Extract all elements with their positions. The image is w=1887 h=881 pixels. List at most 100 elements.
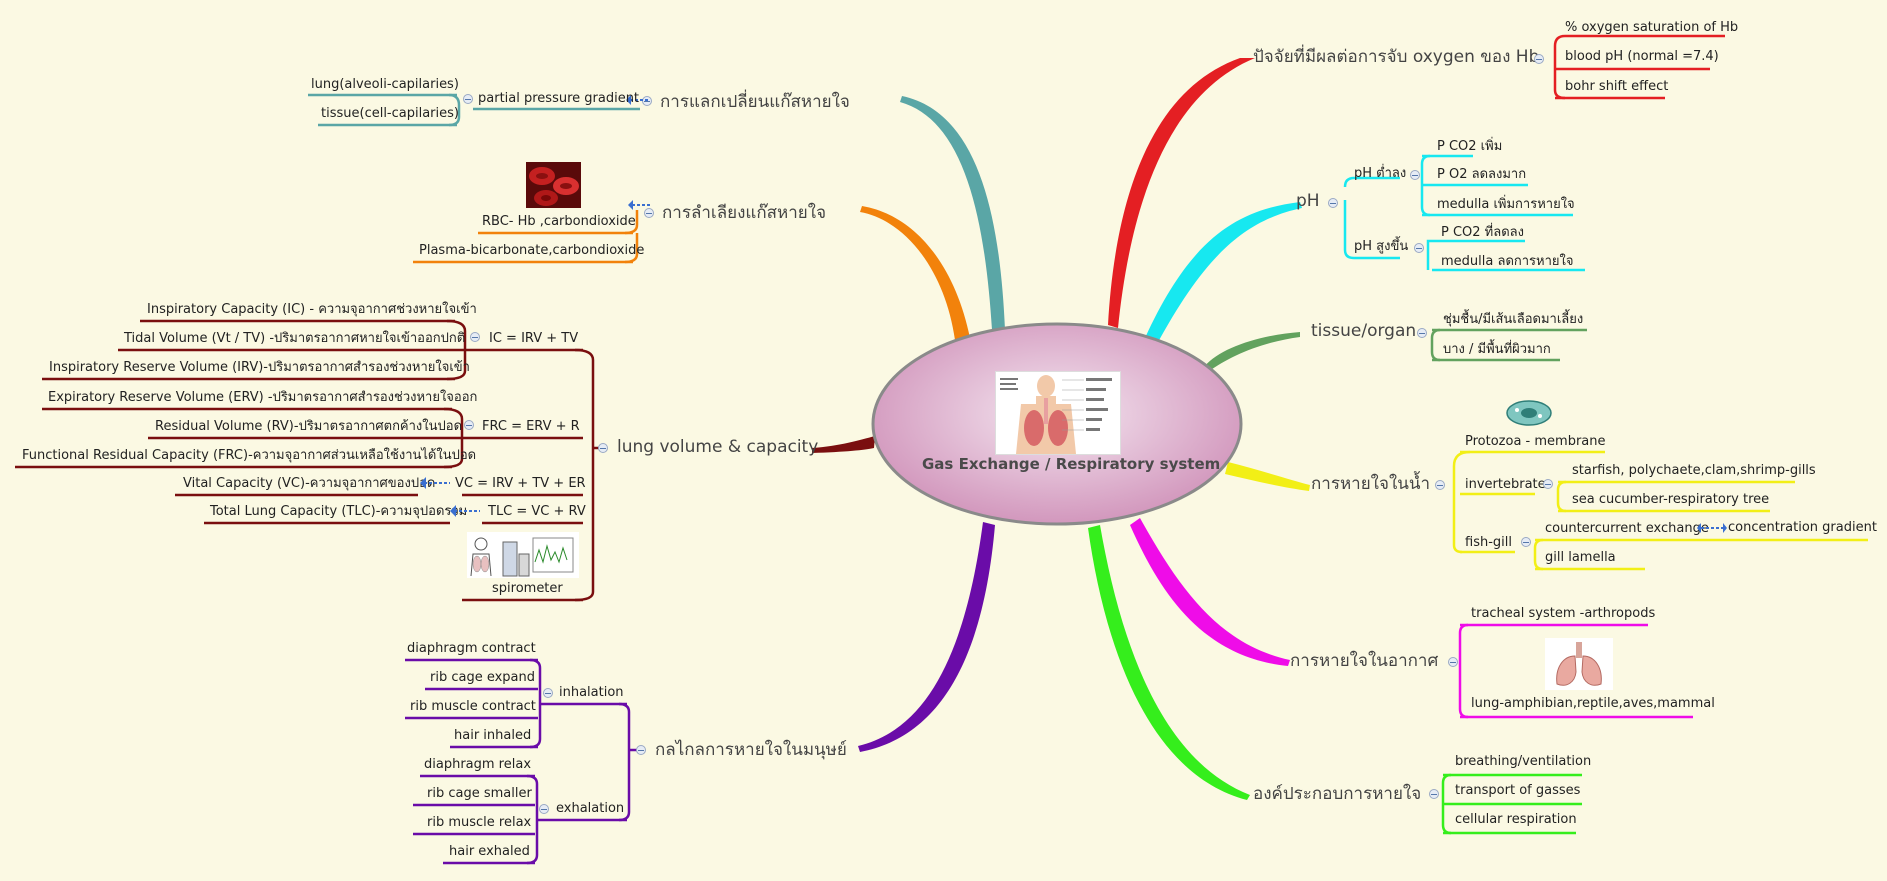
- collapse-toggle-icon[interactable]: [464, 420, 474, 430]
- ph-low-item-medulla[interactable]: medulla เพิ่มการหายใจ: [1437, 197, 1575, 212]
- relationship-arrow-icon[interactable]: [626, 94, 648, 106]
- inhalation-item-rib-muscle[interactable]: rib muscle contract: [410, 699, 536, 714]
- invertebrate-item-sea-cucumber[interactable]: sea cucumber-respiratory tree: [1572, 492, 1770, 507]
- branch-line-components: [1088, 525, 1250, 800]
- ph-low-item-pco2[interactable]: P CO2 เพิ่ม: [1437, 139, 1503, 154]
- relationship-arrow-icon[interactable]: [420, 477, 450, 489]
- collapse-toggle-icon[interactable]: [543, 688, 553, 698]
- relationship-arrow-icon[interactable]: [1697, 522, 1727, 534]
- branch-line-transport: [860, 206, 970, 340]
- air-item-lung[interactable]: lung-amphibian,reptile,aves,mammal: [1471, 696, 1715, 711]
- spirometer-label[interactable]: spirometer: [492, 581, 563, 596]
- exhalation-label[interactable]: exhalation: [556, 801, 625, 816]
- oxygen-item-blood-ph[interactable]: blood pH (normal =7.4): [1565, 49, 1719, 64]
- frc-formula[interactable]: FRC = ERV + R: [482, 419, 580, 434]
- branch-oxygen-label[interactable]: ปัจจัยที่มีผลต่อการจับ oxygen ของ Hb: [1253, 47, 1540, 67]
- branch-line-ph: [1145, 202, 1302, 346]
- branch-lungvolume-label[interactable]: lung volume & capacity: [617, 437, 819, 457]
- collapse-toggle-icon[interactable]: [1435, 480, 1445, 490]
- central-topic-title[interactable]: Gas Exchange / Respiratory system: [922, 455, 1221, 473]
- oxygen-item-bohr[interactable]: bohr shift effect: [1565, 79, 1669, 94]
- branch-line-lungvolume: [812, 436, 875, 453]
- ic-item-inspiratory-capacity[interactable]: Inspiratory Capacity (IC) - ความจุอากาศช…: [147, 302, 477, 317]
- inhalation-item-diaphragm[interactable]: diaphragm contract: [407, 641, 536, 656]
- collapse-toggle-icon[interactable]: [1429, 789, 1439, 799]
- collapse-toggle-icon[interactable]: [636, 745, 646, 755]
- branch-exchange-label[interactable]: การแลกเปลี่ยนแก๊สหายใจ: [660, 92, 850, 112]
- air-item-tracheal[interactable]: tracheal system -arthropods: [1471, 606, 1656, 621]
- fish-item-countercurrent[interactable]: countercurrent exchange: [1545, 521, 1709, 536]
- exchange-sub-partial-pressure[interactable]: partial pressure gradient: [478, 91, 640, 106]
- components-item-cellular[interactable]: cellular respiration: [1455, 812, 1577, 827]
- branch-line-water: [1225, 462, 1310, 491]
- ph-high-label[interactable]: pH สูงขึ้น: [1354, 239, 1409, 254]
- exchange-item-lung[interactable]: lung(alveoli-capilaries): [311, 77, 459, 92]
- frc-item-erv[interactable]: Expiratory Reserve Volume (ERV) -ปริมาตร…: [48, 390, 478, 405]
- relationship-arrow-icon[interactable]: [628, 199, 650, 211]
- collapse-toggle-icon[interactable]: [1328, 198, 1338, 208]
- fish-item-gill-lamella[interactable]: gill lamella: [1545, 550, 1616, 565]
- exhalation-item-hair[interactable]: hair exhaled: [449, 844, 530, 859]
- branch-tissue-label[interactable]: tissue/organ: [1311, 321, 1417, 341]
- inhalation-item-rib-cage[interactable]: rib cage expand: [430, 670, 536, 685]
- branch-air-label[interactable]: การหายใจในอากาศ: [1290, 651, 1439, 671]
- collapse-toggle-icon[interactable]: [463, 94, 473, 104]
- relationship-arrow-icon[interactable]: [450, 505, 480, 517]
- components-item-breathing[interactable]: breathing/ventilation: [1455, 754, 1592, 769]
- collapse-toggle-icon[interactable]: [1417, 328, 1427, 338]
- invertebrate-item-starfish[interactable]: starfish, polychaete,clam,shrimp-gills: [1572, 463, 1816, 478]
- branch-transport-label[interactable]: การลำเลียงแก๊สหายใจ: [662, 203, 827, 223]
- branch-line-tissue: [1205, 332, 1300, 372]
- protozoa-image: [1505, 398, 1553, 428]
- transport-item-plasma[interactable]: Plasma-bicarbonate,carbondioxide: [419, 243, 645, 258]
- branch-line-air: [1130, 518, 1290, 666]
- lung-image: [1545, 638, 1613, 690]
- tlc-item-total-lung-capacity[interactable]: Total Lung Capacity (TLC)-ความจุปอดรวม: [210, 504, 468, 519]
- components-item-transport[interactable]: transport of gasses: [1455, 783, 1581, 798]
- exchange-item-tissue[interactable]: tissue(cell-capilaries): [321, 106, 459, 121]
- collapse-toggle-icon[interactable]: [1448, 657, 1458, 667]
- exhalation-item-rib-muscle[interactable]: rib muscle relax: [427, 815, 532, 830]
- water-item-protozoa[interactable]: Protozoa - membrane: [1465, 434, 1606, 449]
- branch-mechanism-label[interactable]: กลไกลการหายใจในมนุษย์: [655, 740, 847, 760]
- vc-item-vital-capacity[interactable]: Vital Capacity (VC)-ความจุอากาศของปอด: [183, 476, 436, 491]
- ic-item-tidal-volume[interactable]: Tidal Volume (Vt / TV) -ปริมาตรอากาศหายใ…: [124, 331, 466, 346]
- exhalation-item-diaphragm[interactable]: diaphragm relax: [424, 757, 532, 772]
- ic-formula[interactable]: IC = IRV + TV: [489, 331, 579, 346]
- inhalation-item-hair[interactable]: hair inhaled: [454, 728, 532, 743]
- collapse-toggle-icon[interactable]: [539, 804, 549, 814]
- water-fish-label[interactable]: fish-gill: [1465, 535, 1512, 550]
- branch-water-label[interactable]: การหายใจในน้ำ: [1311, 474, 1431, 494]
- collapse-toggle-icon[interactable]: [598, 443, 608, 453]
- branch-ph-label[interactable]: pH: [1296, 191, 1320, 211]
- ph-low-label[interactable]: pH ต่ำลง: [1354, 166, 1407, 181]
- fish-relation-concentration[interactable]: concentration gradient: [1728, 520, 1877, 535]
- frc-item-residual-volume[interactable]: Residual Volume (RV)-ปริมาตรอากาศตกค้างใ…: [155, 419, 463, 434]
- ph-high-item-pco2[interactable]: P CO2 ที่ลดลง: [1441, 225, 1524, 240]
- inhalation-label[interactable]: inhalation: [559, 685, 624, 700]
- branch-line-mechanism: [858, 522, 995, 752]
- ic-item-irv[interactable]: Inspiratory Reserve Volume (IRV)-ปริมาตร…: [49, 360, 470, 375]
- exhalation-item-rib-cage[interactable]: rib cage smaller: [427, 786, 532, 801]
- tlc-formula[interactable]: TLC = VC + RV: [488, 504, 586, 519]
- red-blood-cell-image: [526, 162, 581, 208]
- ph-high-item-medulla[interactable]: medulla ลดการหายใจ: [1441, 254, 1574, 269]
- frc-item-frc[interactable]: Functional Residual Capacity (FRC)-ความจ…: [22, 448, 477, 463]
- collapse-toggle-icon[interactable]: [470, 332, 480, 342]
- respiratory-system-diagram-image: [995, 371, 1121, 455]
- vc-formula[interactable]: VC = IRV + TV + ER: [455, 476, 586, 491]
- collapse-toggle-icon[interactable]: [1521, 537, 1531, 547]
- collapse-toggle-icon[interactable]: [1534, 54, 1544, 64]
- ph-low-item-po2[interactable]: P O2 ลดลงมาก: [1437, 167, 1527, 182]
- collapse-toggle-icon[interactable]: [1543, 479, 1553, 489]
- oxygen-item-saturation[interactable]: % oxygen saturation of Hb: [1565, 20, 1739, 35]
- collapse-toggle-icon[interactable]: [1410, 170, 1420, 180]
- water-invertebrate-label[interactable]: invertebrate: [1465, 477, 1546, 492]
- collapse-toggle-icon[interactable]: [644, 208, 654, 218]
- collapse-toggle-icon[interactable]: [1414, 243, 1424, 253]
- branch-components-label[interactable]: องค์ประกอบการหายใจ: [1253, 784, 1422, 804]
- transport-item-rbc[interactable]: RBC- Hb ,carbondioxide: [482, 214, 636, 229]
- tissue-item-moist[interactable]: ชุ่มชื้น/มีเส้นเลือดมาเลี้ยง: [1443, 312, 1584, 327]
- tissue-item-thin[interactable]: บาง / มีพื้นที่ผิวมาก: [1443, 342, 1551, 357]
